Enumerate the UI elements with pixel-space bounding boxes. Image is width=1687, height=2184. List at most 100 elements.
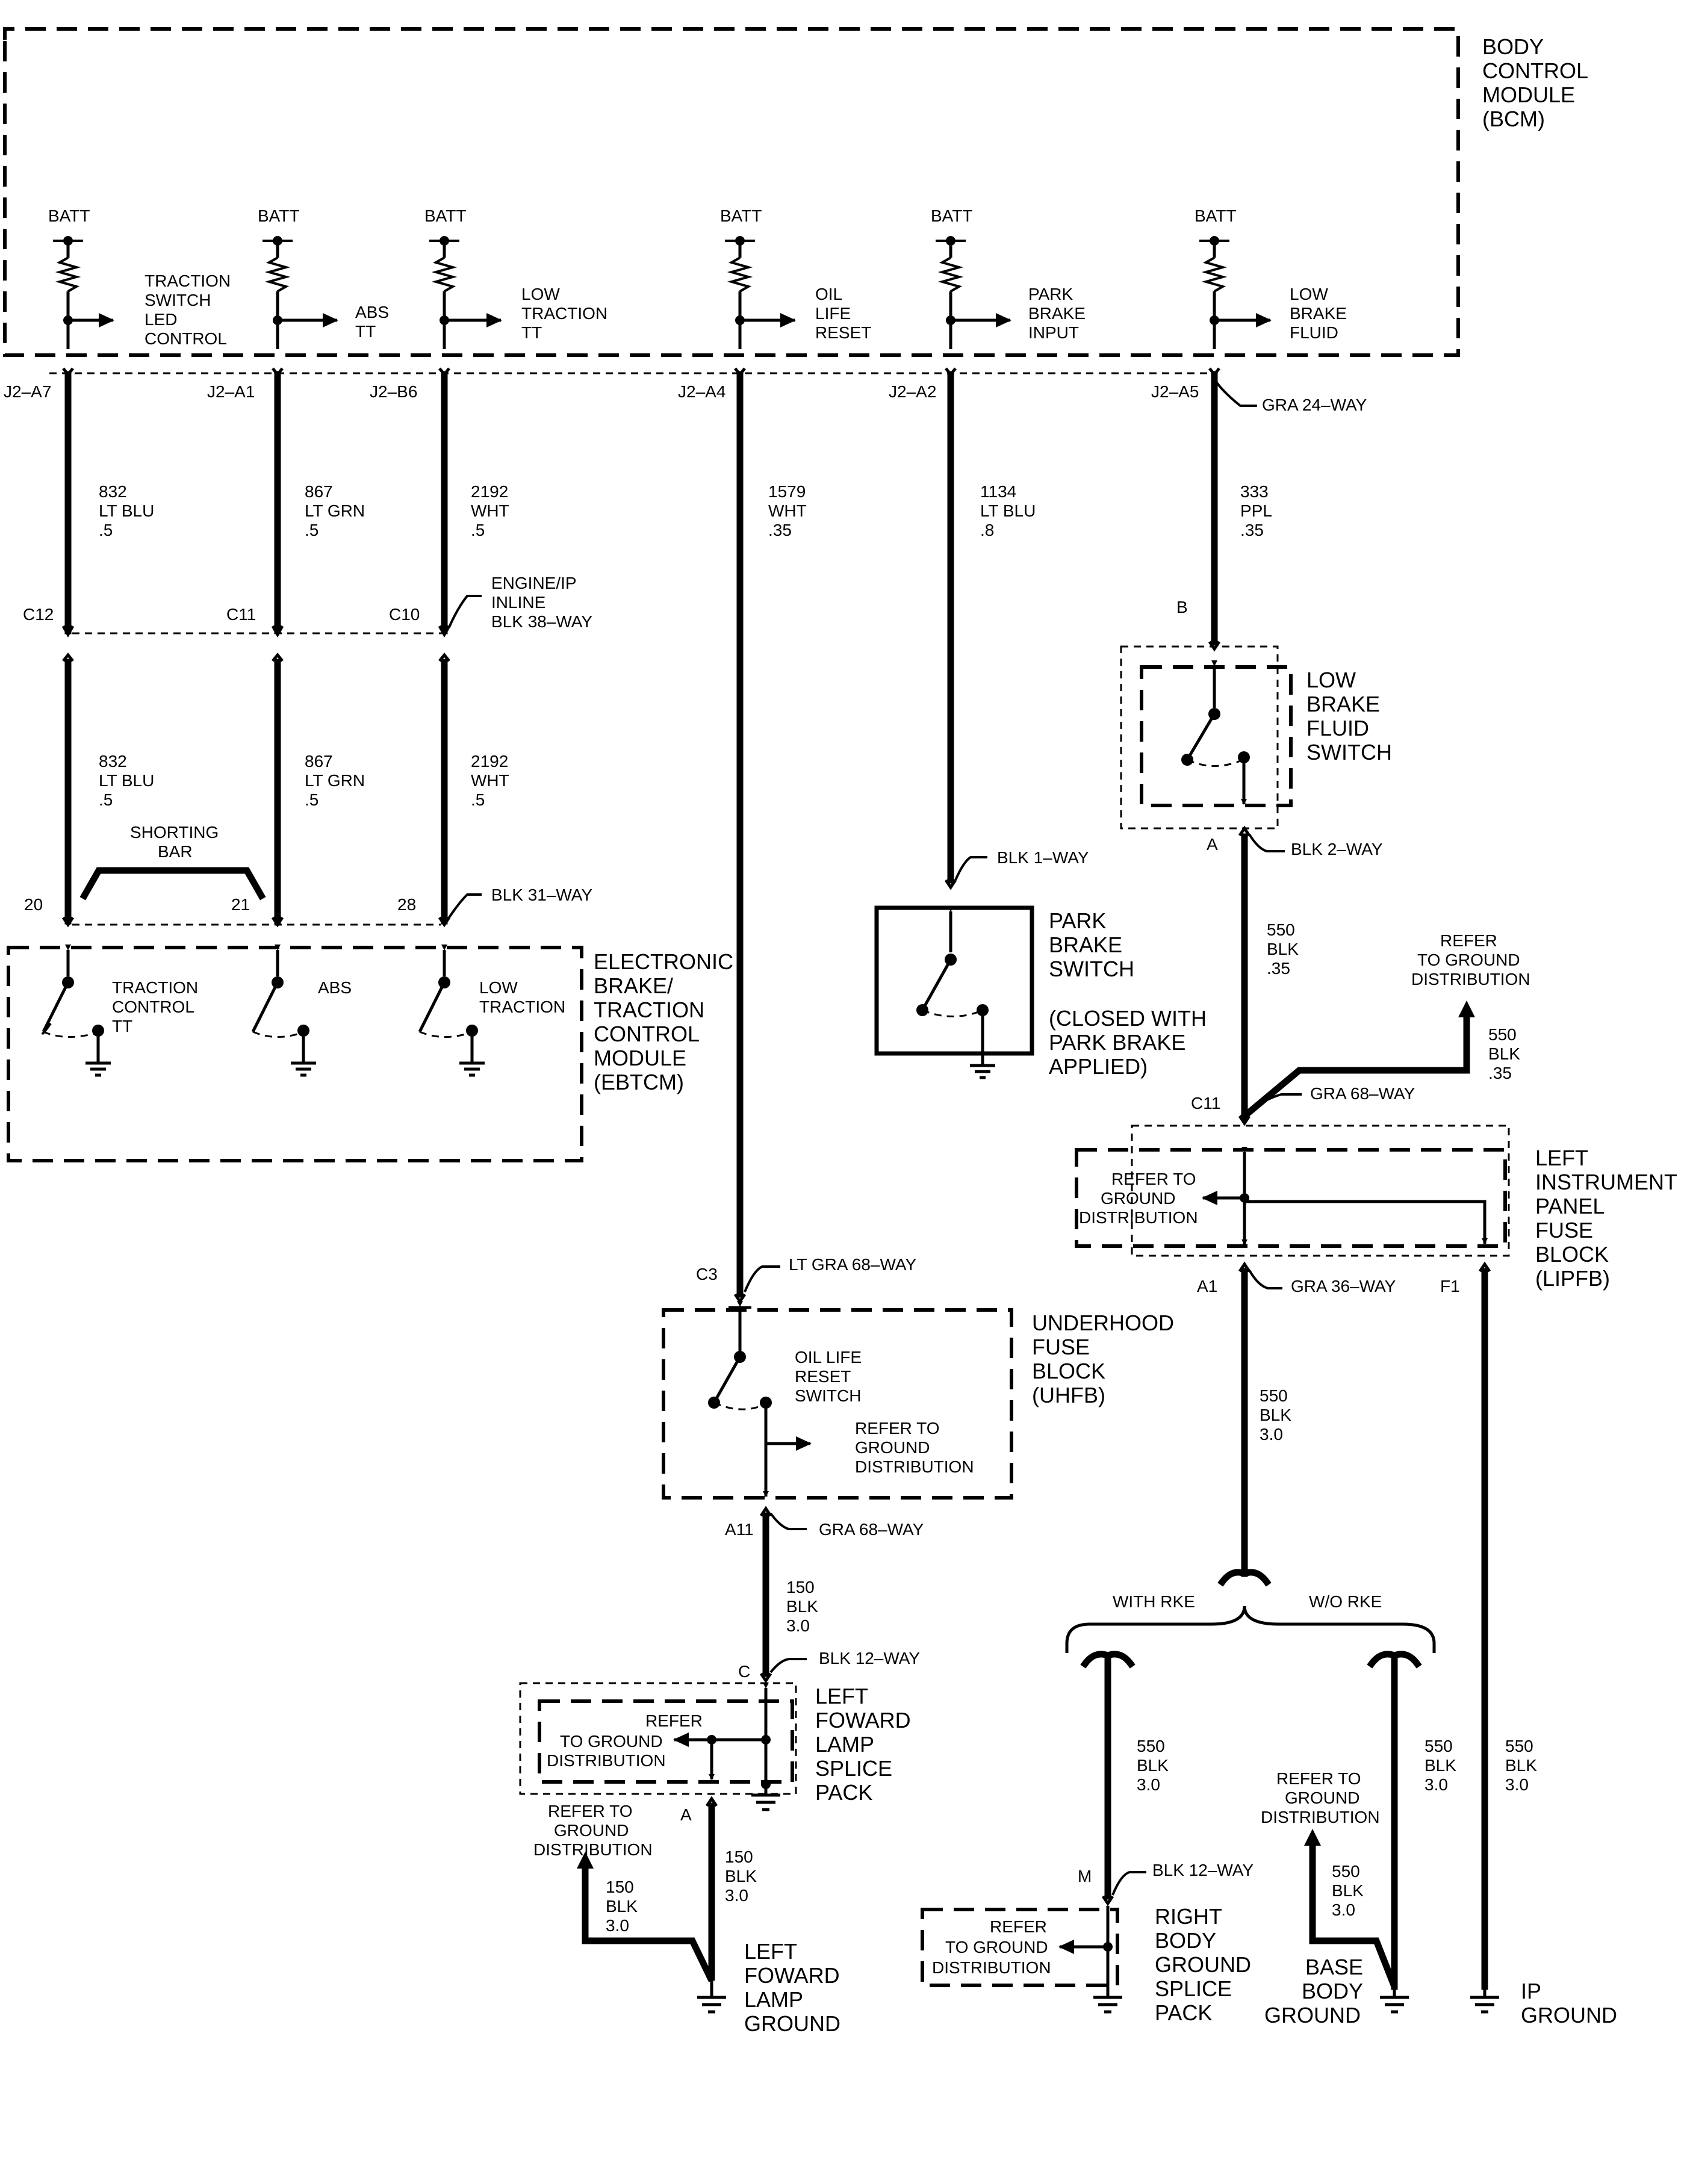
svg-text:INPUT: INPUT — [1028, 323, 1079, 342]
svg-text:WHT: WHT — [471, 501, 509, 520]
svg-text:CONTROL: CONTROL — [112, 997, 194, 1016]
svg-text:TRACTION: TRACTION — [521, 304, 607, 323]
svg-text:550: 550 — [1332, 1862, 1360, 1881]
svg-text:RIGHT: RIGHT — [1155, 1904, 1222, 1929]
svg-text:.5: .5 — [305, 790, 318, 809]
svg-text:.5: .5 — [99, 521, 113, 539]
svg-text:20: 20 — [24, 895, 43, 914]
batt-label: BATT — [424, 206, 466, 225]
svg-text:GROUND: GROUND — [855, 1438, 930, 1457]
engine-ip-inline-connector: C12 C11 C10 ENGINE/IP INLINE BLK 38–WAY — [23, 574, 592, 634]
svg-text:BRAKE: BRAKE — [1290, 304, 1347, 323]
svg-text:BLK: BLK — [786, 1597, 818, 1616]
svg-text:BLK: BLK — [1505, 1756, 1537, 1775]
svg-text:(CLOSED WITH: (CLOSED WITH — [1049, 1006, 1207, 1031]
svg-text:(EBTCM): (EBTCM) — [594, 1070, 684, 1094]
svg-text:SWITCH: SWITCH — [795, 1386, 861, 1405]
bcm-input-oil-life-reset: BATT OIL LIFE RESET — [720, 206, 871, 349]
base-body-ground-symbol — [1380, 1987, 1409, 2014]
bcm-input-low-traction: BATT LOW TRACTION TT — [424, 206, 607, 349]
bcm-label-4: (BCM) — [1482, 107, 1545, 131]
park-brake-switch-box — [874, 905, 1034, 1056]
svg-text:RESET: RESET — [815, 323, 871, 342]
underhood-fuse-block: C3 LT GRA 68–WAY OIL LIFE RESET SWITCH R… — [662, 1255, 1174, 1539]
svg-text:3.0: 3.0 — [1260, 1425, 1283, 1444]
svg-text:M: M — [1078, 1867, 1092, 1885]
left-foward-lamp-ground: REFER TO GROUND DISTRIBUTION 150 BLK 3.0… — [533, 1802, 840, 2036]
svg-text:BLK: BLK — [1260, 1406, 1291, 1424]
left-foward-lamp-wiring: 150 BLK 3.0 C BLK 12–WAY — [738, 1512, 920, 1684]
ip-ground-symbol — [1470, 1987, 1499, 2014]
right-body-ground-splice-pack: M BLK 12–WAY REFER TO GROUND DISTRIBUTIO… — [921, 1861, 1254, 2025]
svg-text:.35: .35 — [1240, 521, 1264, 539]
low-brake-fluid-switch: B LOW BRAKE FLUID SWITCH A BLK 2–WAY — [1120, 598, 1392, 858]
svg-text:OIL LIFE: OIL LIFE — [795, 1348, 862, 1367]
svg-text:GRA 68–WAY: GRA 68–WAY — [819, 1520, 924, 1539]
bcm-input-low-brake-fluid: BATT LOW BRAKE FLUID — [1195, 206, 1347, 349]
svg-text:TRACTION: TRACTION — [112, 978, 198, 997]
svg-text:PARK: PARK — [1028, 285, 1073, 303]
svg-text:MODULE: MODULE — [594, 1046, 686, 1070]
svg-text:J2–A7: J2–A7 — [4, 382, 51, 401]
svg-text:GRA 36–WAY: GRA 36–WAY — [1291, 1277, 1396, 1295]
svg-text:BLOCK: BLOCK — [1535, 1242, 1609, 1267]
svg-text:BASE: BASE — [1305, 1955, 1363, 1979]
svg-text:REFER: REFER — [990, 1917, 1047, 1936]
svg-text:PARK BRAKE: PARK BRAKE — [1049, 1030, 1185, 1055]
svg-text:DISTRIBUTION: DISTRIBUTION — [855, 1457, 974, 1476]
svg-text:BRAKE: BRAKE — [1049, 932, 1122, 957]
svg-text:C10: C10 — [389, 605, 420, 624]
svg-text:INLINE: INLINE — [491, 593, 545, 612]
svg-text:DISTRIBUTION: DISTRIBUTION — [1261, 1808, 1380, 1826]
svg-text:PARK: PARK — [1049, 908, 1106, 933]
svg-text:BLK 38–WAY: BLK 38–WAY — [491, 612, 592, 631]
svg-text:TT: TT — [355, 322, 376, 341]
svg-text:150: 150 — [786, 1578, 815, 1596]
svg-text:.5: .5 — [99, 790, 113, 809]
svg-text:BRAKE/: BRAKE/ — [594, 973, 673, 998]
svg-text:333: 333 — [1240, 482, 1269, 501]
right-body-ground-symbol — [1093, 1996, 1122, 2014]
bcm-label-3: MODULE — [1482, 82, 1575, 107]
svg-text:TO GROUND: TO GROUND — [560, 1732, 663, 1751]
svg-text:PANEL: PANEL — [1535, 1194, 1605, 1218]
svg-text:GROUND: GROUND — [744, 2011, 840, 2036]
svg-text:3.0: 3.0 — [1424, 1775, 1448, 1794]
svg-text:BLK: BLK — [1332, 1881, 1364, 1900]
svg-text:550: 550 — [1267, 920, 1295, 939]
svg-text:RESET: RESET — [795, 1367, 851, 1386]
bcm-input-traction-switch: BATT TRACTION SWITCH LED CONTROL — [48, 206, 231, 349]
svg-text:ELECTRONIC: ELECTRONIC — [594, 949, 733, 974]
svg-text:WHT: WHT — [768, 501, 807, 520]
svg-text:A11: A11 — [725, 1520, 754, 1539]
svg-text:CONTROL: CONTROL — [594, 1022, 700, 1046]
svg-text:WITH RKE: WITH RKE — [1113, 1592, 1195, 1611]
svg-text:DISTRIBUTION: DISTRIBUTION — [932, 1958, 1051, 1977]
svg-text:J2–A1: J2–A1 — [207, 382, 255, 401]
svg-text:C12: C12 — [23, 605, 54, 624]
svg-text:BLK: BLK — [725, 1867, 757, 1885]
svg-text:SPLICE: SPLICE — [1155, 1976, 1232, 2001]
svg-text:OIL: OIL — [815, 285, 842, 303]
svg-text:IP: IP — [1521, 1979, 1541, 2003]
base-body-ground-wiring: REFER TO GROUND DISTRIBUTION 550 BLK 3.0… — [1261, 1769, 1409, 2027]
ebtcm-module: ELECTRONIC BRAKE/ TRACTION CONTROL MODUL… — [7, 945, 733, 1162]
svg-text:3.0: 3.0 — [725, 1886, 748, 1905]
svg-text:SHORTING: SHORTING — [130, 823, 219, 842]
svg-text:2192: 2192 — [471, 482, 508, 501]
svg-text:GROUND: GROUND — [1264, 2003, 1361, 2027]
svg-text:SWITCH: SWITCH — [144, 291, 211, 309]
svg-text:INSTRUMENT: INSTRUMENT — [1535, 1170, 1677, 1194]
svg-text:(LIPFB): (LIPFB) — [1535, 1266, 1610, 1291]
svg-text:BLK 12–WAY: BLK 12–WAY — [819, 1649, 920, 1667]
svg-text:SPLICE: SPLICE — [815, 1756, 892, 1781]
svg-text:LEFT: LEFT — [1535, 1146, 1588, 1170]
rke-split-wiring: 550 BLK 3.0 WITH RKE W/O RKE 550 BLK 3.0… — [1065, 1268, 1456, 1990]
svg-text:FOWARD: FOWARD — [744, 1963, 840, 1988]
svg-text:FLUID: FLUID — [1306, 716, 1369, 740]
svg-text:GROUND: GROUND — [554, 1821, 629, 1840]
svg-text:REFER TO: REFER TO — [548, 1802, 633, 1820]
svg-text:PACK: PACK — [815, 1780, 872, 1805]
svg-text:BODY: BODY — [1302, 1979, 1363, 2003]
svg-text:C3: C3 — [696, 1265, 718, 1283]
